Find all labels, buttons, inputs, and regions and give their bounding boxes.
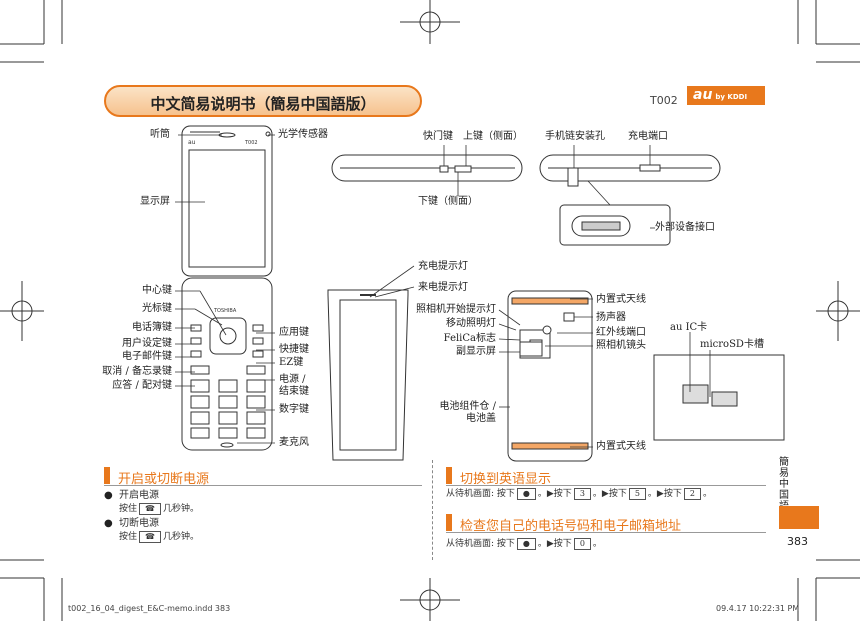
model-label: T002 — [650, 94, 678, 107]
shortcut-key-label: 快捷键 — [279, 344, 309, 355]
svg-text:au: au — [188, 139, 196, 146]
antenna-top-label: 内置式天线 — [596, 294, 646, 305]
title-banner: 中文简易说明书（簡易中国語版） — [104, 85, 422, 117]
side-tab-label: 簡易中国語 — [779, 457, 789, 512]
numeric-keys-label: 数字键 — [279, 404, 309, 415]
check-section-heading: 检查您自己的电话号码和电子邮箱地址 — [446, 514, 766, 534]
email-key-label: 电子邮件键 — [122, 351, 172, 362]
earpiece-label: 听筒 — [150, 129, 170, 140]
ez-key-label: EZ键 — [279, 357, 304, 368]
microsd-slot-label: microSD卡槽 — [700, 339, 764, 350]
ir-port-label: 红外线端口 — [596, 327, 646, 338]
power-off-instruction: 按住☎几秒钟。 — [119, 531, 199, 543]
answer-key-label: 应答 / 配对键 — [112, 380, 172, 391]
svg-text:T002: T002 — [244, 140, 258, 146]
au-ic-card-label: au IC卡 — [670, 322, 708, 333]
down-key-label: 下键（侧面） — [418, 196, 478, 207]
felica-mark-label: FeliCa标志 — [443, 333, 496, 344]
cancel-memo-key-label: 取消 / 备忘录键 — [102, 366, 172, 377]
app-key-label: 应用键 — [279, 327, 309, 338]
speaker-label: 扬声器 — [596, 312, 626, 323]
phonebook-key-label: 电话簿键 — [132, 322, 172, 333]
antenna-bottom-label: 内置式天线 — [596, 441, 646, 452]
english-section-heading: 切换到英语显示 — [446, 467, 766, 487]
sub-display-label: 副显示屏 — [456, 346, 496, 357]
column-divider — [432, 460, 434, 560]
page-number: 383 — [787, 535, 808, 548]
phone-front-illustration: au T002 TOSHIBA — [181, 125, 273, 451]
center-key-label: 中心键 — [142, 285, 172, 296]
power-on-instruction: 按住☎几秒钟。 — [119, 503, 199, 515]
power-on-title: 开启电源 — [119, 490, 159, 501]
bullet-off: ● — [104, 518, 113, 529]
shutter-key-label: 快门键 — [423, 131, 453, 142]
up-key-label: 上键（侧面） — [463, 131, 523, 142]
mobile-light-label: 移动照明灯 — [446, 318, 496, 329]
power-off-title: 切断电源 — [119, 518, 159, 529]
camera-indicator-label: 照相机开始提示灯 — [416, 304, 496, 315]
power-key-label: 电源 / — [279, 374, 306, 385]
strap-hole-label: 手机链安装孔 — [545, 131, 605, 142]
cursor-key-label: 光标键 — [142, 303, 172, 314]
display-label: 显示屏 — [140, 196, 170, 207]
power-key-label-2: 结束键 — [279, 386, 309, 397]
footer-date: 09.4.17 10:22:31 PM — [716, 604, 800, 613]
microphone-label: 麦克风 — [279, 437, 309, 448]
incoming-indicator-label: 来电提示灯 — [418, 282, 468, 293]
camera-lens-label: 照相机镜头 — [596, 340, 646, 351]
user-settings-key-label: 用户设定键 — [122, 338, 172, 349]
battery-cover-label: 电池组件仓 / — [439, 401, 496, 412]
bullet-on: ● — [104, 490, 113, 501]
power-section-heading: 开启或切断电源 — [104, 467, 422, 487]
page-title: 中文简易说明书（簡易中国語版） — [150, 95, 376, 113]
footer-file: t002_16_04_digest_E&C-memo.indd 383 — [68, 604, 231, 613]
battery-cover-label-2: 电池盖 — [466, 413, 496, 424]
side-tab-marker — [779, 506, 819, 529]
charge-port-label: 充电端口 — [628, 131, 668, 142]
light-sensor-label: 光学传感器 — [278, 129, 328, 140]
svg-text:TOSHIBA: TOSHIBA — [213, 308, 237, 314]
charge-indicator-label: 充电提示灯 — [418, 261, 468, 272]
external-port-label: 外部设备接口 — [655, 222, 715, 233]
